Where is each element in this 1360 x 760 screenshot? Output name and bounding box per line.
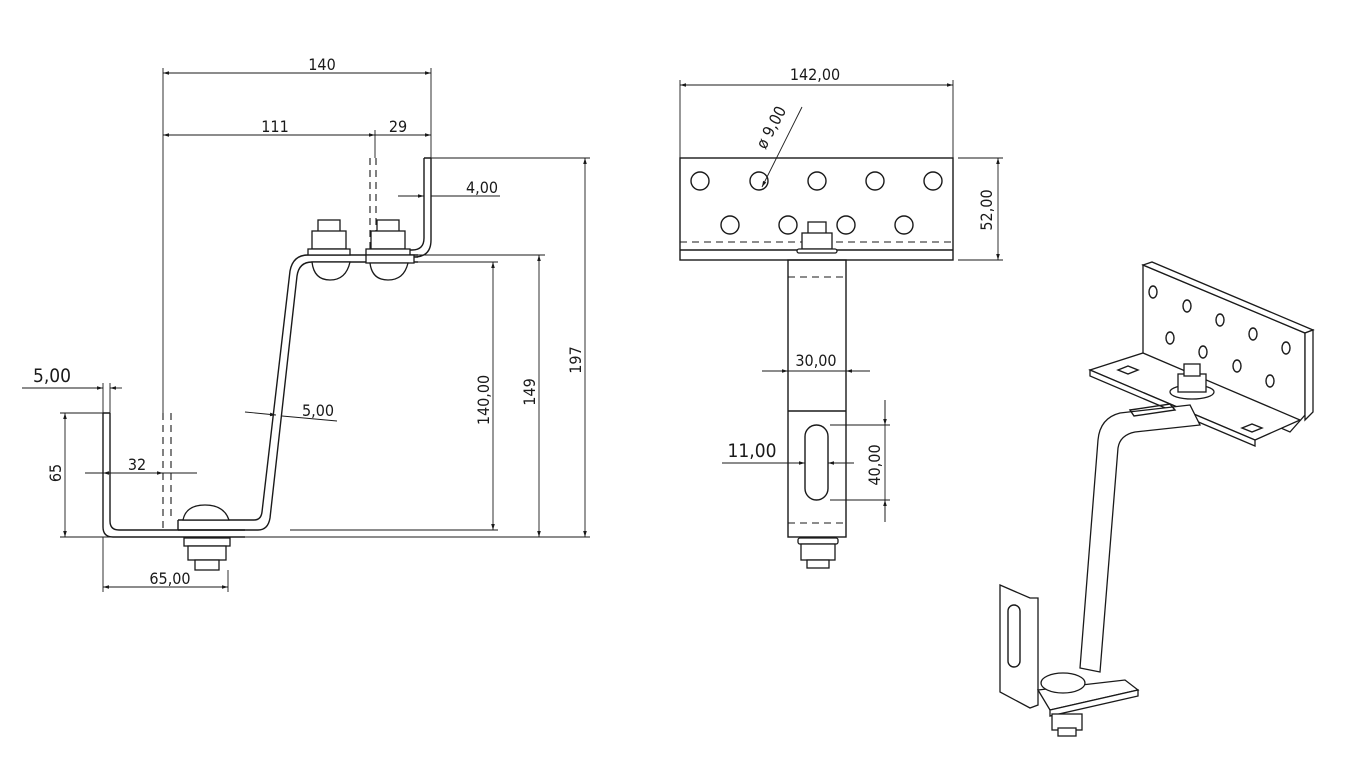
dim-arm-thickness: 5,00 [302,401,334,420]
plate-bolt [796,221,838,254]
iso-hook-slot [1007,604,1021,668]
iso-bottom-nut [1051,713,1083,737]
dim-height-197: 197 [566,346,585,373]
top-bolt-left [307,219,351,281]
hook-part [102,412,245,538]
dim-height-140: 140,00 [474,375,493,425]
dim-top-thickness: 5,00 [33,365,71,387]
iso-bolt-head [1040,672,1086,694]
bottom-bolt [182,504,231,571]
dim-base-width: 65,00 [149,569,190,588]
extension-lines [60,68,590,592]
iso-arm [1079,404,1201,673]
front-view: 142,00 ø 9,00 52,00 30,00 11,00 40,00 [679,65,1003,569]
arm-bolt [797,537,839,569]
extension-lines [679,80,1003,501]
top-bolt-right [365,219,415,281]
dim-height-149: 149 [520,378,539,405]
dim-hook-height: 65 [46,464,65,482]
dim-hole-diameter: ø 9,00 [752,103,790,152]
dim-flange-offset: 29 [389,117,407,136]
dim-plate-height: 52,00 [977,189,996,230]
dim-overall-width: 140 [308,55,335,74]
dim-flange-thickness: 4,00 [466,178,498,197]
dim-slot-width: 11,00 [728,440,777,462]
hook-hidden-edge [162,413,172,530]
side-view: 140 111 29 4,00 5,00 5,00 32 65,00 65 14… [22,55,590,592]
dim-inner-width: 111 [261,117,288,136]
arm [787,259,847,538]
dimension-lines [22,71,587,589]
plate-holes [690,171,943,235]
dim-slot-length: 40,00 [865,444,884,485]
dimension-lines [680,83,1000,522]
isometric-view [999,261,1315,737]
dim-arm-width: 30,00 [795,351,836,370]
z-arm [177,254,418,531]
iso-hook-plate [999,584,1039,709]
iso-plate-holes [1148,285,1291,388]
iso-bolt [1169,363,1215,400]
dim-hook-gap: 32 [128,455,146,474]
dim-plate-width: 142,00 [790,65,840,84]
adjust-slot [804,424,829,501]
